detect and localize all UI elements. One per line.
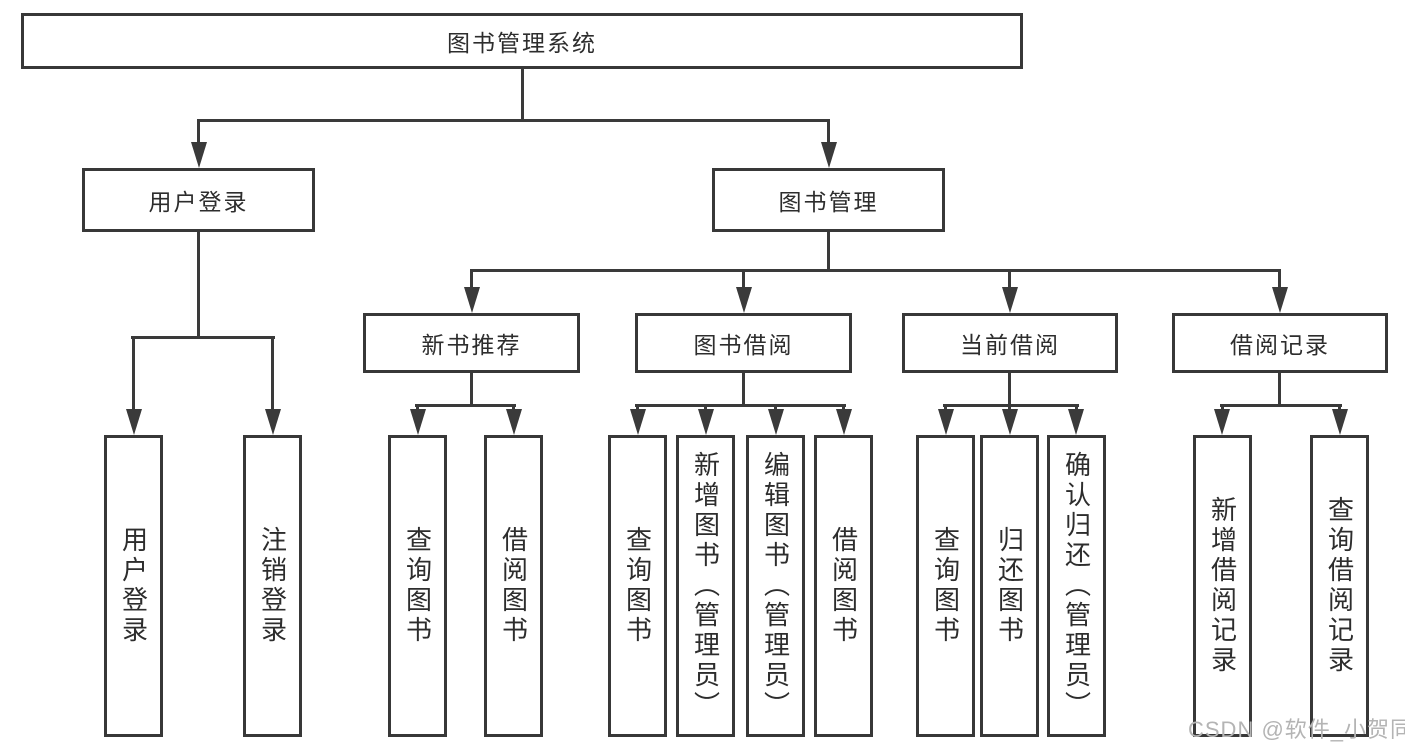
connector-line [704, 404, 707, 412]
connector-line [470, 269, 473, 290]
connector-line [1008, 373, 1011, 407]
connector-line [1008, 404, 1011, 412]
leaf-logout-login: 注销登录 [243, 435, 302, 737]
arrow-down-icon [768, 409, 784, 435]
connector-line [827, 232, 830, 272]
leaf-query-borrow-record-label: 查询借阅记录 [1324, 496, 1355, 676]
node-borrow-record: 借阅记录 [1172, 313, 1388, 373]
leaf-confirm-return-admin: 确认归还（管理员） [1047, 435, 1106, 737]
connector-line [742, 373, 745, 407]
node-current-borrow: 当前借阅 [902, 313, 1118, 373]
arrow-down-icon [410, 409, 426, 435]
arrow-down-icon [191, 142, 207, 168]
connector-line [470, 373, 473, 407]
connector-line [416, 404, 419, 412]
arrow-down-icon [698, 409, 714, 435]
leaf-query-books-borrow-label: 查询图书 [622, 526, 653, 646]
arrow-down-icon [1068, 409, 1084, 435]
leaf-user-login-label: 用户登录 [118, 526, 149, 646]
arrow-down-icon [1332, 409, 1348, 435]
node-root-label: 图书管理系统 [447, 30, 597, 56]
connector-line [512, 404, 515, 412]
leaf-query-books-current: 查询图书 [916, 435, 975, 737]
leaf-user-login: 用户登录 [104, 435, 163, 737]
connector-line [944, 404, 947, 412]
arrow-down-icon [736, 287, 752, 313]
node-book-management: 图书管理 [712, 168, 945, 232]
node-new-book-recommend-label: 新书推荐 [421, 332, 522, 358]
connector-line [1075, 404, 1078, 412]
connector-line [1338, 404, 1341, 412]
connector-line [1278, 269, 1281, 290]
connector-line [943, 404, 1079, 407]
leaf-add-borrow-record: 新增借阅记录 [1193, 435, 1252, 737]
connector-line [1008, 269, 1011, 290]
arrow-down-icon [506, 409, 522, 435]
node-root: 图书管理系统 [21, 13, 1023, 69]
connector-line [271, 336, 274, 412]
leaf-logout-login-label: 注销登录 [257, 526, 288, 646]
connector-line [197, 119, 830, 122]
leaf-borrow-books-recommend: 借阅图书 [484, 435, 543, 737]
leaf-query-books-borrow: 查询图书 [608, 435, 667, 737]
connector-line [415, 404, 516, 407]
leaf-add-books-admin: 新增图书（管理员） [676, 435, 735, 737]
node-user-login-label: 用户登录 [148, 189, 249, 215]
arrow-down-icon [1214, 409, 1230, 435]
leaf-add-borrow-record-label: 新增借阅记录 [1207, 496, 1238, 676]
connector-line [1221, 404, 1224, 412]
connector-line [131, 336, 275, 339]
connector-line [197, 232, 200, 339]
node-book-borrow-label: 图书借阅 [693, 332, 794, 358]
node-book-borrow: 图书借阅 [635, 313, 852, 373]
connector-line [521, 66, 524, 122]
leaf-add-books-admin-label: 新增图书（管理员） [690, 451, 721, 721]
leaf-query-borrow-record: 查询借阅记录 [1310, 435, 1369, 737]
node-current-borrow-label: 当前借阅 [960, 332, 1060, 358]
connector-line [132, 336, 135, 412]
arrow-down-icon [265, 409, 281, 435]
leaf-borrow-books: 借阅图书 [814, 435, 873, 737]
node-book-management-label: 图书管理 [778, 189, 879, 215]
leaf-edit-books-admin-label: 编辑图书（管理员） [760, 451, 791, 721]
arrow-down-icon [821, 142, 837, 168]
arrow-down-icon [1002, 409, 1018, 435]
arrow-down-icon [1272, 287, 1288, 313]
arrow-down-icon [1002, 287, 1018, 313]
connector-line [1220, 404, 1342, 407]
csdn-watermark: CSDN @软件_小贺同学 [1188, 717, 1405, 742]
arrow-down-icon [126, 409, 142, 435]
arrow-down-icon [836, 409, 852, 435]
leaf-query-books-recommend-label: 查询图书 [402, 526, 433, 646]
connector-line [470, 269, 1281, 272]
leaf-query-books-current-label: 查询图书 [930, 526, 961, 646]
leaf-borrow-books-recommend-label: 借阅图书 [498, 526, 529, 646]
connector-line [774, 404, 777, 412]
connector-line [842, 404, 845, 412]
arrow-down-icon [630, 409, 646, 435]
node-new-book-recommend: 新书推荐 [363, 313, 580, 373]
leaf-edit-books-admin: 编辑图书（管理员） [746, 435, 805, 737]
connector-line [636, 404, 639, 412]
arrow-down-icon [464, 287, 480, 313]
connector-line [827, 119, 830, 145]
leaf-borrow-books-label: 借阅图书 [828, 526, 859, 646]
connector-line [635, 404, 846, 407]
node-borrow-record-label: 借阅记录 [1230, 332, 1330, 358]
connector-line [1278, 373, 1281, 407]
leaf-return-books-label: 归还图书 [994, 526, 1025, 646]
node-user-login: 用户登录 [82, 168, 315, 232]
connector-line [197, 119, 200, 145]
arrow-down-icon [938, 409, 954, 435]
leaf-query-books-recommend: 查询图书 [388, 435, 447, 737]
connector-line [742, 269, 745, 290]
leaf-return-books: 归还图书 [980, 435, 1039, 737]
leaf-confirm-return-admin-label: 确认归还（管理员） [1061, 451, 1092, 721]
